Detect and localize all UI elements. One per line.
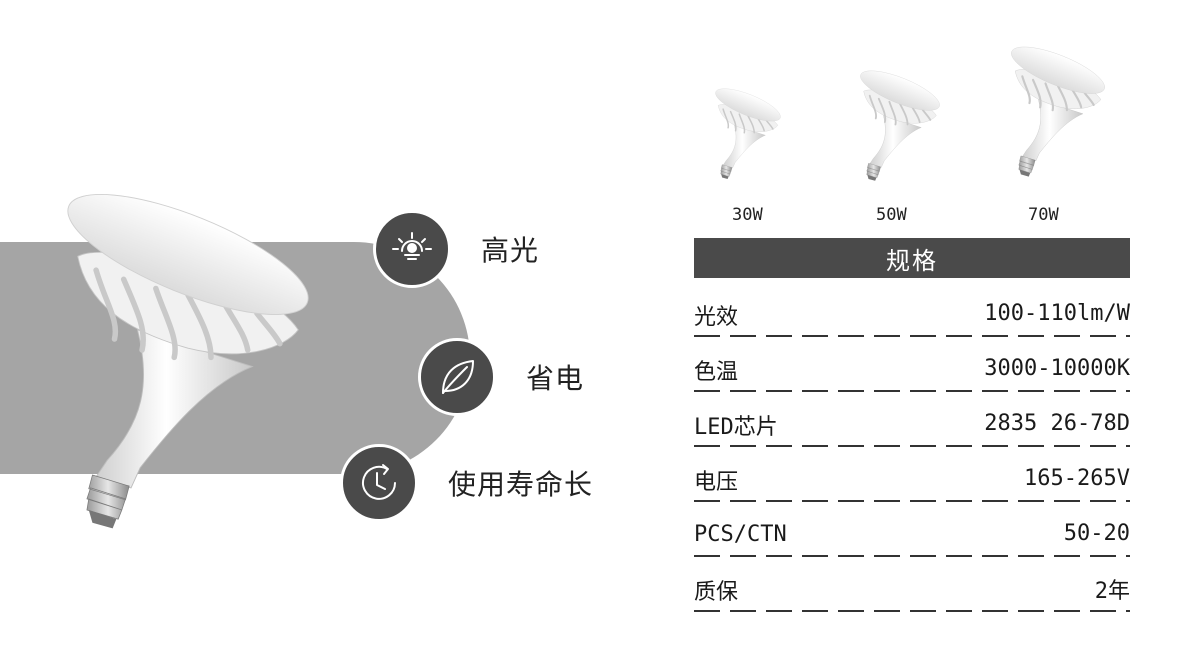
dashed-divider xyxy=(694,335,1130,337)
clock-refresh-icon-circle xyxy=(340,444,418,522)
spec-row-pcs-ctn: PCS/CTN 50-20 xyxy=(694,504,1130,559)
leaf-icon-circle xyxy=(418,338,496,416)
bulb-50w-thumbnail xyxy=(855,70,945,182)
spec-row-voltage: 电压 165-265V xyxy=(694,449,1130,504)
spec-row-efficacy: 光效 100-110lm/W xyxy=(694,284,1130,339)
dashed-divider xyxy=(694,555,1130,557)
spec-row-warranty: 质保 2年 xyxy=(694,559,1130,614)
spec-key: 电压 xyxy=(694,469,739,495)
spec-table-header: 规格 xyxy=(694,238,1130,278)
spec-value: 3000-10000K xyxy=(984,356,1130,381)
feature-long-life: 使用寿命长 xyxy=(340,444,593,522)
spec-row-led-chip: LED芯片 2835 26-78D xyxy=(694,394,1130,449)
spec-key: PCS/CTN xyxy=(694,522,787,547)
variant-label-30w: 30W xyxy=(732,205,763,225)
variant-label-50w: 50W xyxy=(876,205,907,225)
feature-power-saving: 省电 xyxy=(418,338,584,416)
spec-key: 质保 xyxy=(694,579,739,605)
feature-high-light: 高光 xyxy=(373,210,539,288)
clock-refresh-icon xyxy=(362,464,396,500)
spec-key: LED芯片 xyxy=(694,414,778,440)
variant-label-70w: 70W xyxy=(1028,205,1059,225)
dashed-divider xyxy=(694,445,1130,447)
leaf-icon xyxy=(442,360,474,394)
spec-value: 2年 xyxy=(1094,578,1130,604)
spec-value: 2835 26-78D xyxy=(984,411,1130,436)
bulb-hero-image xyxy=(38,192,338,532)
spec-key: 色温 xyxy=(694,359,739,385)
spec-value: 100-110lm/W xyxy=(984,301,1130,326)
feature-label: 省电 xyxy=(526,362,585,395)
spec-table: 光效 100-110lm/W 色温 3000-10000K LED芯片 2835… xyxy=(694,284,1130,614)
sun-icon-circle xyxy=(373,210,451,288)
feature-label: 使用寿命长 xyxy=(448,468,594,501)
bulb-70w-thumbnail xyxy=(1005,46,1111,178)
spec-row-color-temp: 色温 3000-10000K xyxy=(694,339,1130,394)
bulb-30w-thumbnail xyxy=(711,88,785,180)
spec-key: 光效 xyxy=(694,304,739,330)
dashed-divider xyxy=(694,500,1130,502)
sun-icon xyxy=(392,232,432,260)
spec-value: 165-265V xyxy=(1024,466,1130,491)
spec-value: 50-20 xyxy=(1063,521,1130,546)
dashed-divider xyxy=(694,390,1130,392)
feature-label: 高光 xyxy=(481,234,540,267)
dashed-divider xyxy=(694,610,1130,612)
